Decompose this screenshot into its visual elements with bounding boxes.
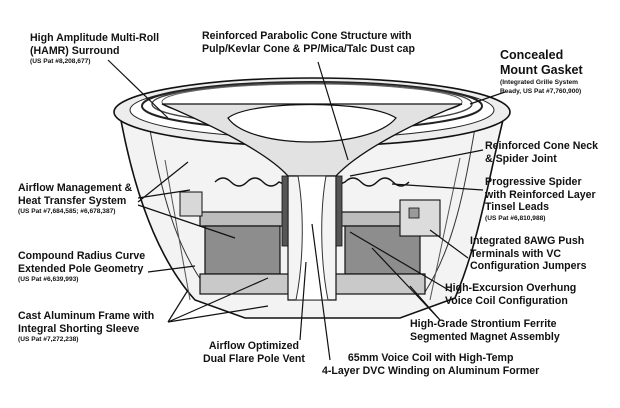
terminal-block: [399, 199, 441, 237]
leader-terminals: [429, 229, 469, 259]
leader-airflow-1: [137, 189, 191, 199]
spider-right: [335, 177, 410, 187]
patent-note: (US Pat #6,639,993): [18, 276, 79, 283]
patent-note: (US Pat #6,810,988): [485, 214, 546, 222]
terminal-screw: [408, 207, 420, 219]
callout-line: Segmented Magnet Assembly: [410, 330, 560, 343]
leader-magnet-2: [409, 285, 441, 321]
voice-coil-left: [281, 175, 289, 247]
leader-cone: [317, 61, 349, 161]
callout-line: 65mm Voice Coil with High-Temp: [347, 352, 514, 364]
callout-line: Terminals with VC: [470, 247, 562, 260]
callout-line: High-Excursion Overhung: [445, 282, 577, 294]
leader-frame-3: [167, 305, 269, 323]
callout-cone-neck: Reinforced Cone Neck & Spider Joint: [485, 140, 598, 165]
callout-line: Pulp/Kevlar Cone & PP/Mica/Talc Dust cap: [202, 42, 415, 55]
leader-frame-2: [167, 277, 269, 323]
leader-gasket: [469, 91, 506, 105]
callout-line: with Reinforced Layer: [485, 188, 596, 201]
callout-line: Dual Flare Pole Vent: [203, 352, 305, 365]
leader-coil: [311, 223, 331, 361]
callout-airflow-management: Airflow Management & Heat Transfer Syste…: [18, 182, 132, 216]
callout-overhung-coil: High-Excursion Overhung Voice Coil Confi…: [445, 282, 576, 307]
leader-lines: [107, 59, 506, 361]
callout-pole-vent: Airflow Optimized Dual Flare Pole Vent: [203, 340, 305, 365]
patent-note: (US Pat #7,684,585; #6,678,387): [18, 208, 116, 215]
leader-airflow-2: [137, 161, 189, 203]
leader-overhung: [349, 231, 453, 293]
patent-note: (Integrated Grille System Ready, US Pat …: [500, 79, 582, 95]
callout-line: Airflow Management &: [18, 182, 133, 194]
callout-line: High-Grade Strontium Ferrite: [410, 318, 557, 330]
callout-line: Heat Transfer System: [18, 194, 127, 207]
callout-voice-coil: 65mm Voice Coil with High-Temp 4-Layer D…: [322, 352, 539, 377]
leader-compound: [147, 265, 196, 273]
leader-vent: [299, 261, 307, 341]
callout-line: Integral Shorting Sleeve: [18, 322, 140, 335]
callout-push-terminals: Integrated 8AWG Push Terminals with VC C…: [470, 235, 587, 273]
callout-line: Reinforced Parabolic Cone Structure with: [202, 30, 412, 42]
leader-hamr: [107, 59, 169, 119]
callout-line: 4-Layer DVC Winding on Aluminum Former: [322, 364, 540, 377]
callout-line: Mount Gasket: [500, 63, 583, 77]
callout-line: Tinsel Leads: [485, 201, 549, 213]
callout-progressive-spider: Progressive Spider with Reinforced Layer…: [485, 176, 596, 223]
callout-compound-radius: Compound Radius Curve Extended Pole Geom…: [18, 250, 145, 284]
frame-spoke-left: [164, 159, 191, 301]
callout-cast-frame: Cast Aluminum Frame with Integral Shorti…: [18, 310, 154, 344]
callout-line: Voice Coil Configuration: [445, 294, 568, 307]
callout-line: High Amplitude Multi-Roll: [30, 32, 160, 44]
leader-airflow-3: [137, 204, 236, 239]
leader-spider: [391, 183, 484, 191]
callout-line: Integrated 8AWG Push: [470, 235, 585, 247]
callout-line: (HAMR) Surround: [30, 44, 120, 57]
callout-line: Progressive Spider: [485, 176, 582, 188]
callout-line: Configuration Jumpers: [470, 260, 587, 272]
callout-line: Concealed: [500, 48, 564, 62]
voice-coil-right: [335, 175, 343, 247]
magnet-left: [204, 225, 281, 275]
cooling-vent-left: [179, 191, 203, 217]
callout-line: Extended Pole Geometry: [18, 262, 144, 275]
pole-vent: [295, 175, 329, 301]
callout-mount-gasket: Concealed Mount Gasket (Integrated Grill…: [500, 48, 600, 96]
callout-line: Cast Aluminum Frame with: [18, 310, 155, 322]
patent-note: (US Pat #7,272,238): [18, 336, 79, 343]
callout-line: Airflow Optimized: [208, 340, 299, 352]
leader-frame-1: [167, 289, 189, 323]
spider-left: [214, 177, 289, 187]
callout-line: Reinforced Cone Neck: [485, 140, 599, 152]
leader-neck: [349, 149, 484, 177]
patent-note: (US Pat #8,208,677): [30, 58, 91, 65]
frame-spoke-right: [429, 157, 461, 301]
callout-parabolic-cone: Reinforced Parabolic Cone Structure with…: [202, 30, 415, 55]
callout-line: & Spider Joint: [485, 152, 557, 165]
dust-cap: [227, 103, 397, 143]
callout-line: Compound Radius Curve: [18, 250, 146, 262]
callout-ferrite-magnet: High-Grade Strontium Ferrite Segmented M…: [410, 318, 560, 343]
callout-hamr-surround: High Amplitude Multi-Roll (HAMR) Surroun…: [30, 32, 159, 66]
